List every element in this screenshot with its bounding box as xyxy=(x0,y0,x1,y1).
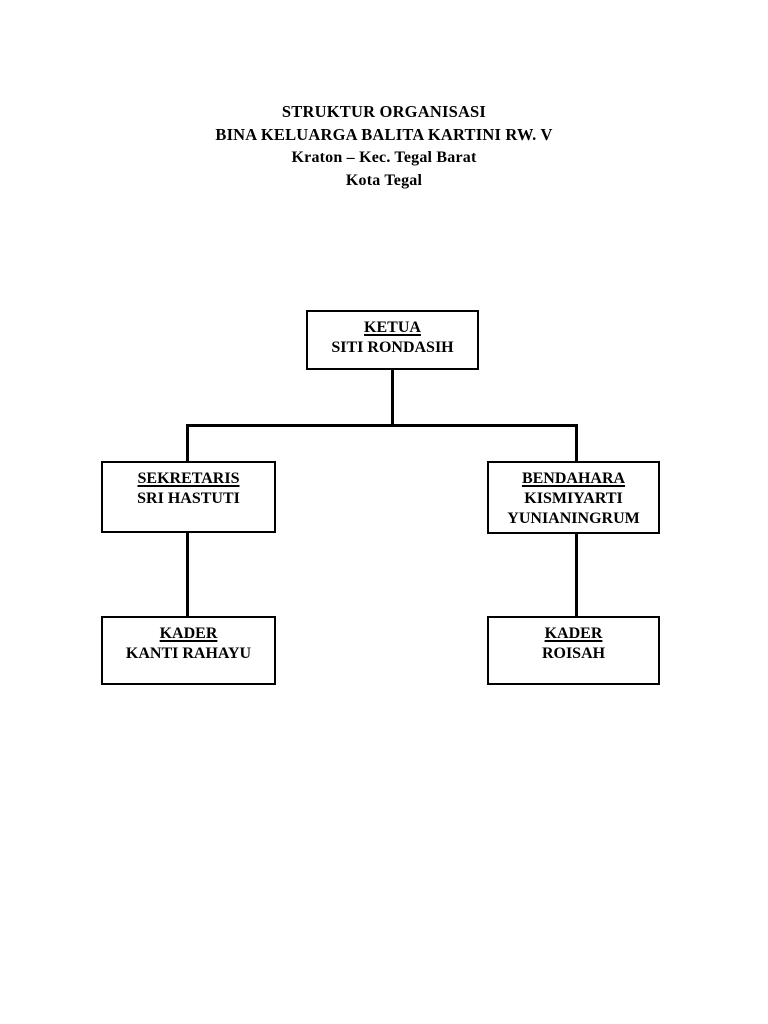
org-node-kader-right: KADER ROISAH xyxy=(487,616,660,685)
title-line-1: STRUKTUR ORGANISASI xyxy=(281,102,487,121)
org-node-bendahara-role: BENDAHARA xyxy=(521,470,626,487)
org-node-bendahara-name-line2: YUNIANINGRUM xyxy=(507,510,640,527)
title-line-3: Kraton – Kec. Tegal Barat xyxy=(291,149,477,166)
connector-horizontal-bus xyxy=(186,424,578,427)
org-node-ketua-name: SITI RONDASIH xyxy=(331,339,454,356)
org-node-ketua: KETUA SITI RONDASIH xyxy=(306,310,479,370)
org-node-bendahara-name: KISMIYARTI xyxy=(524,490,623,507)
connector-ketua-stem xyxy=(391,369,394,427)
org-node-kader-left-name: KANTI RAHAYU xyxy=(125,645,252,662)
connector-to-sekretaris xyxy=(186,424,189,463)
org-node-ketua-role: KETUA xyxy=(364,319,421,336)
org-node-sekretaris-name: SRI HASTUTI xyxy=(137,490,240,507)
org-node-bendahara: BENDAHARA KISMIYARTI YUNIANINGRUM xyxy=(487,461,660,534)
title-line-4: Kota Tegal xyxy=(345,172,423,189)
connector-to-bendahara xyxy=(575,424,578,463)
org-node-kader-right-name: ROISAH xyxy=(541,645,606,662)
org-node-kader-left-role: KADER xyxy=(159,625,218,642)
document-title-block: STRUKTUR ORGANISASI BINA KELUARGA BALITA… xyxy=(0,100,768,192)
org-node-kader-right-role: KADER xyxy=(544,625,603,642)
connector-bendahara-to-kader xyxy=(575,532,578,618)
org-node-sekretaris-role: SEKRETARIS xyxy=(137,470,240,487)
connector-sekretaris-to-kader xyxy=(186,531,189,618)
title-line-2: BINA KELUARGA BALITA KARTINI RW. V xyxy=(215,125,553,144)
org-node-sekretaris: SEKRETARIS SRI HASTUTI xyxy=(101,461,276,533)
org-node-kader-left: KADER KANTI RAHAYU xyxy=(101,616,276,685)
